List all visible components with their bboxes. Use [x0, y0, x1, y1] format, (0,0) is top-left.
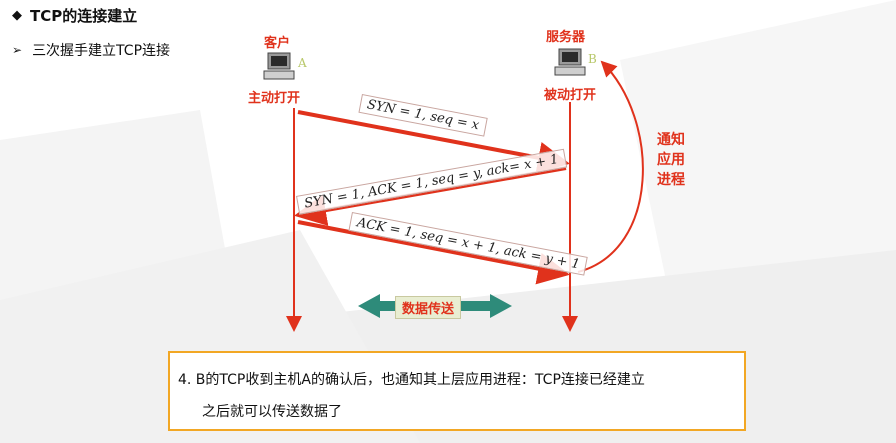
notify-char: 进 — [657, 172, 671, 188]
server-label: 服务器 — [546, 30, 586, 45]
notify-char: 通 — [657, 132, 671, 148]
notify-char: 程 — [671, 172, 685, 188]
notify-char: 知 — [671, 132, 685, 148]
diamond-bullet-icon: ◆ — [12, 8, 22, 23]
server-state: 被动打开 — [544, 88, 597, 103]
syn-arrow — [297, 110, 570, 174]
page-title: ◆ TCP的连接建立 — [12, 5, 137, 26]
notify-char: 用 — [671, 152, 685, 168]
client-state: 主动打开 — [248, 91, 301, 106]
arrow-bullet-icon: ➢ — [12, 43, 23, 57]
syn-ack-arrow — [294, 166, 567, 226]
notify-app-label: 通知 应用 进程 — [655, 130, 687, 190]
subtitle-text: 三次握手建立TCP连接 — [32, 43, 171, 59]
page-title-text: TCP的连接建立 — [30, 7, 138, 25]
client-label: 客户 — [264, 36, 291, 51]
note-line-2: 之后就可以传送数据了 — [202, 404, 342, 420]
note-line-1: 4. B的TCP收到主机A的确认后，也通知其上层应用进程：TCP连接已经建立 — [178, 372, 645, 388]
client-computer-icon — [263, 52, 295, 80]
ack-arrow — [297, 220, 570, 285]
server-tag: B — [588, 52, 597, 66]
server-computer-icon — [554, 48, 586, 76]
notify-char: 应 — [657, 152, 671, 168]
notify-app-arrow — [577, 60, 644, 273]
data-transfer-label: 数据传送 — [395, 296, 462, 319]
subtitle: ➢ 三次握手建立TCP连接 — [12, 40, 170, 60]
client-tag: A — [298, 56, 307, 70]
note-box: 4. B的TCP收到主机A的确认后，也通知其上层应用进程：TCP连接已经建立 之… — [168, 351, 746, 431]
